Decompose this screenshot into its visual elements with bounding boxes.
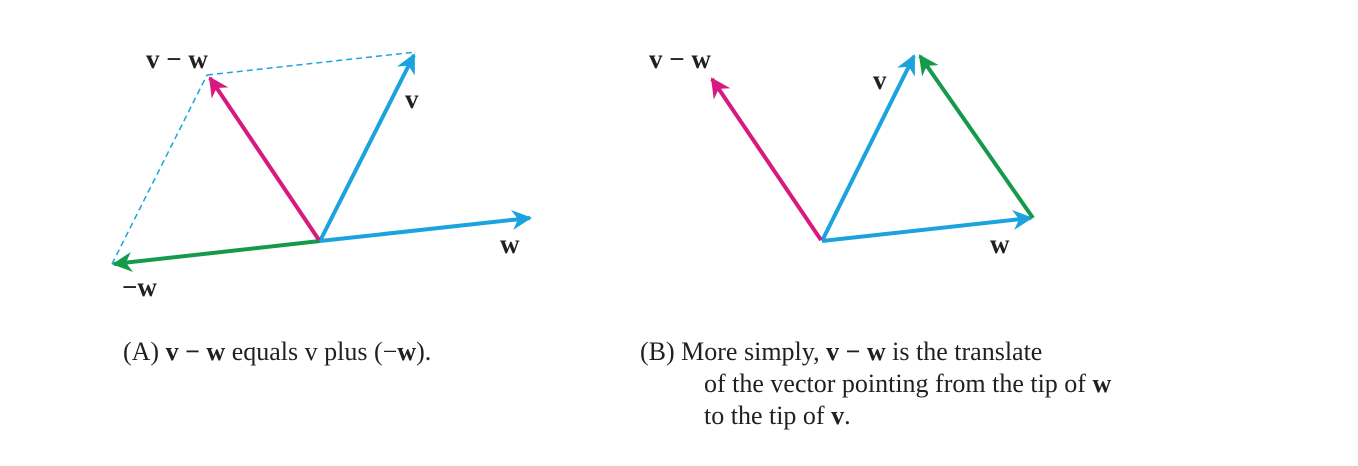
caption-bold: w (1092, 369, 1112, 398)
panel-b-vectors (710, 54, 1035, 243)
panel-a-vectors (111, 51, 532, 272)
vector-tip-w-to-tip-v (918, 54, 1035, 220)
label-v: v (405, 84, 419, 114)
vector-neg-w (112, 239, 321, 272)
vector-v-minus-w (710, 77, 823, 242)
label-v-minus-w: v − w (649, 44, 711, 74)
caption-b-line-2: of the vector pointing from the tip of w (704, 368, 1111, 400)
label-w: w (500, 229, 520, 259)
label-v: v (873, 65, 887, 95)
caption-b-line-3: to the tip of v. (704, 400, 851, 432)
caption-bold: v (831, 401, 845, 430)
caption-text: . (844, 401, 851, 430)
caption-text: (B) More simply, (640, 337, 827, 366)
vector-v (318, 53, 416, 242)
caption-bold: v − w (826, 337, 886, 366)
vector-w (319, 210, 532, 243)
caption-b-line-1: (B) More simply, v − w is the translate (640, 336, 1042, 368)
caption-text: equals v plus (− (225, 337, 398, 366)
label-v-minus-w: v − w (146, 44, 208, 74)
dashed-parallelogram-side-top (206, 51, 417, 76)
caption-text: of the vector pointing from the tip of (704, 369, 1093, 398)
caption-bold: v − w (165, 337, 226, 366)
vector-w (821, 210, 1033, 243)
caption-text: to the tip of (704, 401, 832, 430)
caption-bold: w (397, 337, 417, 366)
label-neg-w: −w (122, 272, 157, 302)
caption-text: (A) (123, 337, 166, 366)
caption-a: (A) v − w equals v plus (−w). (123, 336, 431, 368)
dashed-parallelogram-side-left (111, 74, 208, 265)
vector-v-minus-w (208, 76, 321, 242)
vector-v (820, 54, 916, 242)
label-w: w (990, 229, 1010, 259)
caption-text: is the translate (885, 337, 1043, 366)
caption-text: ). (416, 337, 432, 366)
